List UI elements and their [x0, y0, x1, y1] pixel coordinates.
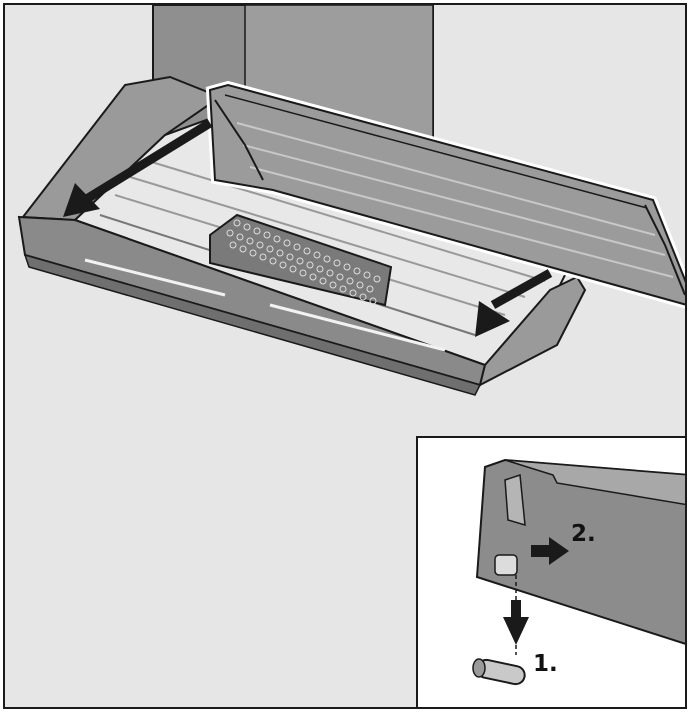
detail-inset: 1. 2. — [416, 436, 685, 707]
mesh-filter — [209, 213, 393, 307]
removal-arrow-right — [475, 269, 553, 337]
arrow-down-icon — [503, 600, 529, 645]
step-2-label: 2. — [571, 521, 596, 547]
pin-icon — [472, 658, 526, 686]
removal-arrow-left — [63, 119, 213, 217]
front-cover-panel — [205, 80, 685, 309]
step-1-label: 1. — [533, 651, 558, 677]
range-hood-illustration: 1. 2. — [17, 5, 685, 707]
arrow-right-icon — [531, 537, 569, 565]
hood-canopy — [17, 75, 587, 396]
illustration-frame: 1. 2. — [3, 3, 687, 709]
